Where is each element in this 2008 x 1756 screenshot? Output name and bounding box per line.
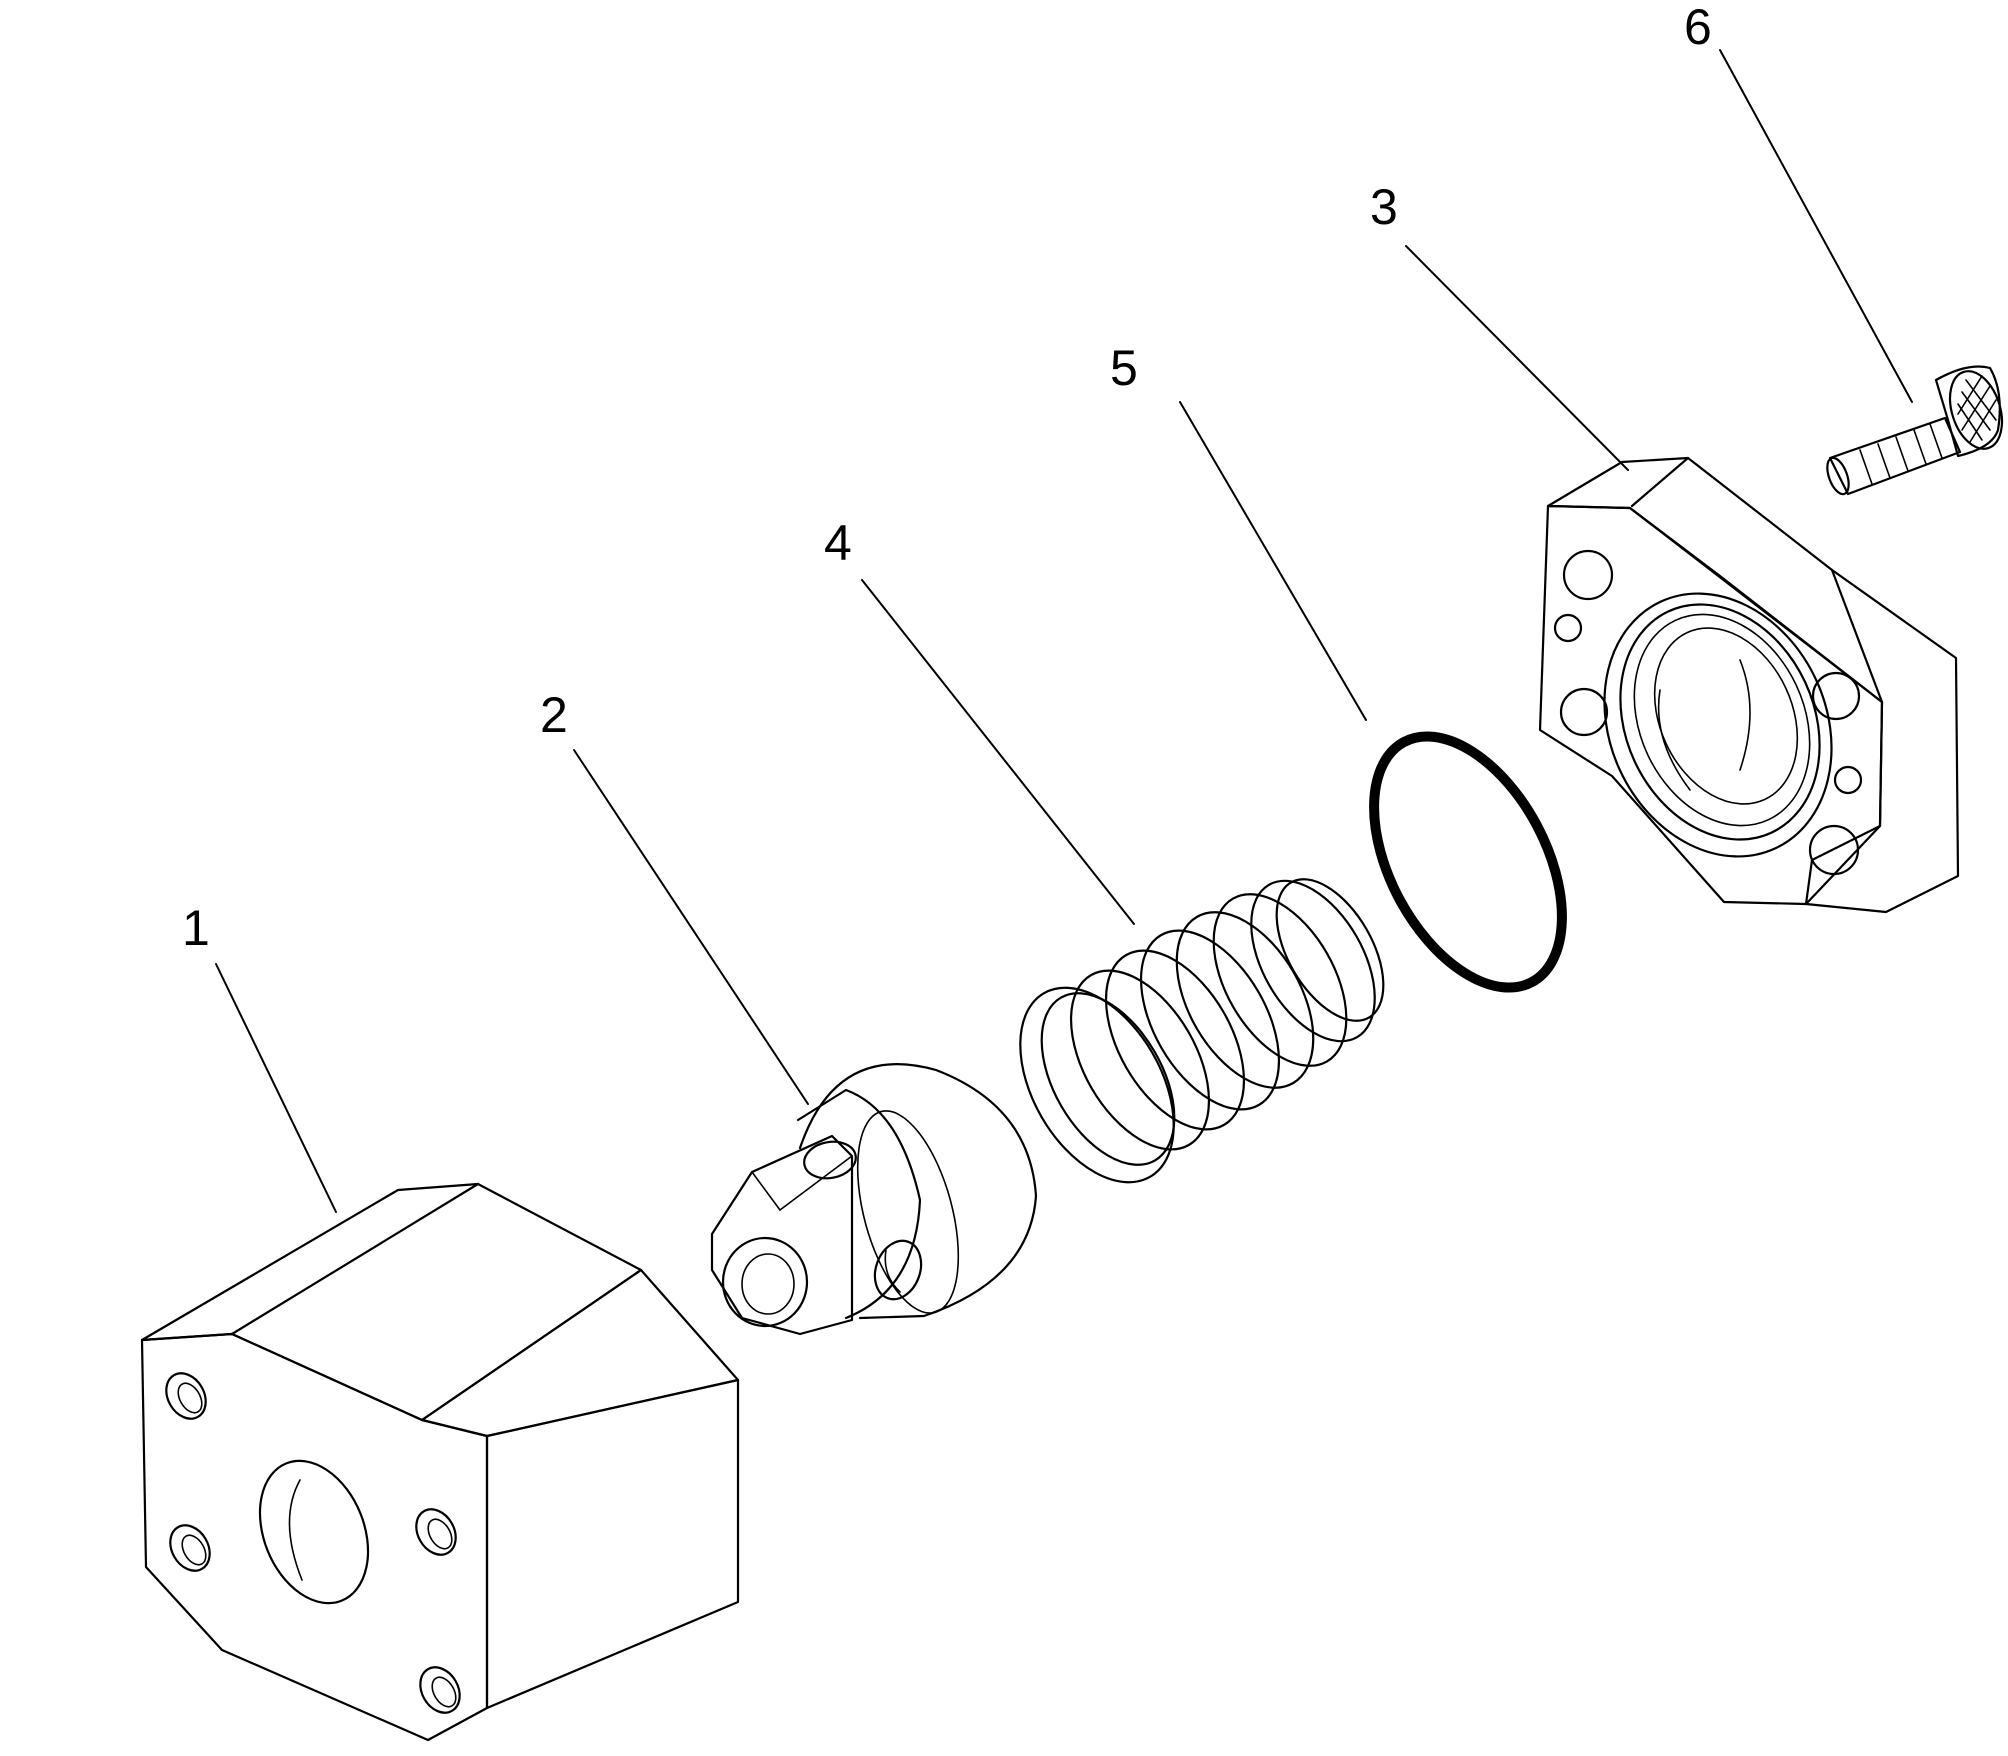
part-3-flange-cover (1538, 456, 1960, 914)
leader-line-2 (573, 749, 809, 1105)
leader-line-5 (1179, 401, 1367, 721)
callout-3: 3 (1370, 179, 1398, 235)
leader-line-6 (1719, 49, 1913, 403)
callout-1: 1 (182, 900, 210, 956)
callout-2: 2 (540, 687, 568, 743)
leader-line-1 (215, 963, 337, 1213)
leader-line-3 (1405, 245, 1629, 471)
callout-5: 5 (1110, 340, 1138, 396)
callout-6: 6 (1684, 0, 1712, 55)
callout-4: 4 (824, 515, 852, 571)
part-1-valve-body (140, 1182, 740, 1742)
leader-line-4 (861, 579, 1135, 925)
part-6-socket-bolt (1826, 365, 2004, 496)
part-2-valve-spool (710, 1063, 1038, 1336)
part-5-o-ring (1369, 731, 1567, 993)
part-4-coil-spring (1019, 878, 1385, 1184)
